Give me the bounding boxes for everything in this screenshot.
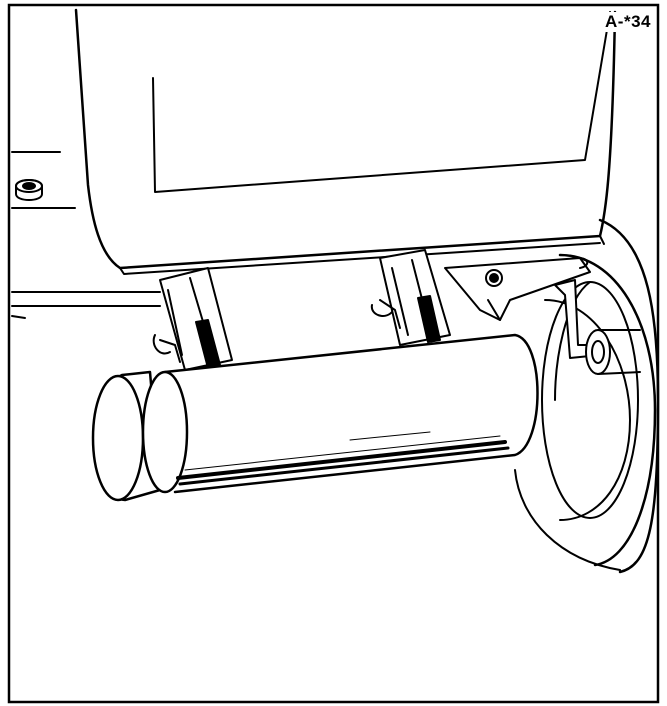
figure-label: A-*34 [603, 12, 653, 32]
right-hanger [370, 249, 451, 346]
mount-plate [444, 257, 591, 321]
muffler-body [141, 333, 539, 494]
left-hanger [152, 267, 233, 371]
wheel [514, 218, 660, 574]
axle-bracket [554, 279, 641, 375]
frame-bolt [15, 179, 43, 201]
drawing [11, 8, 660, 574]
tank-body [74, 8, 617, 275]
frame-rails [11, 151, 161, 319]
